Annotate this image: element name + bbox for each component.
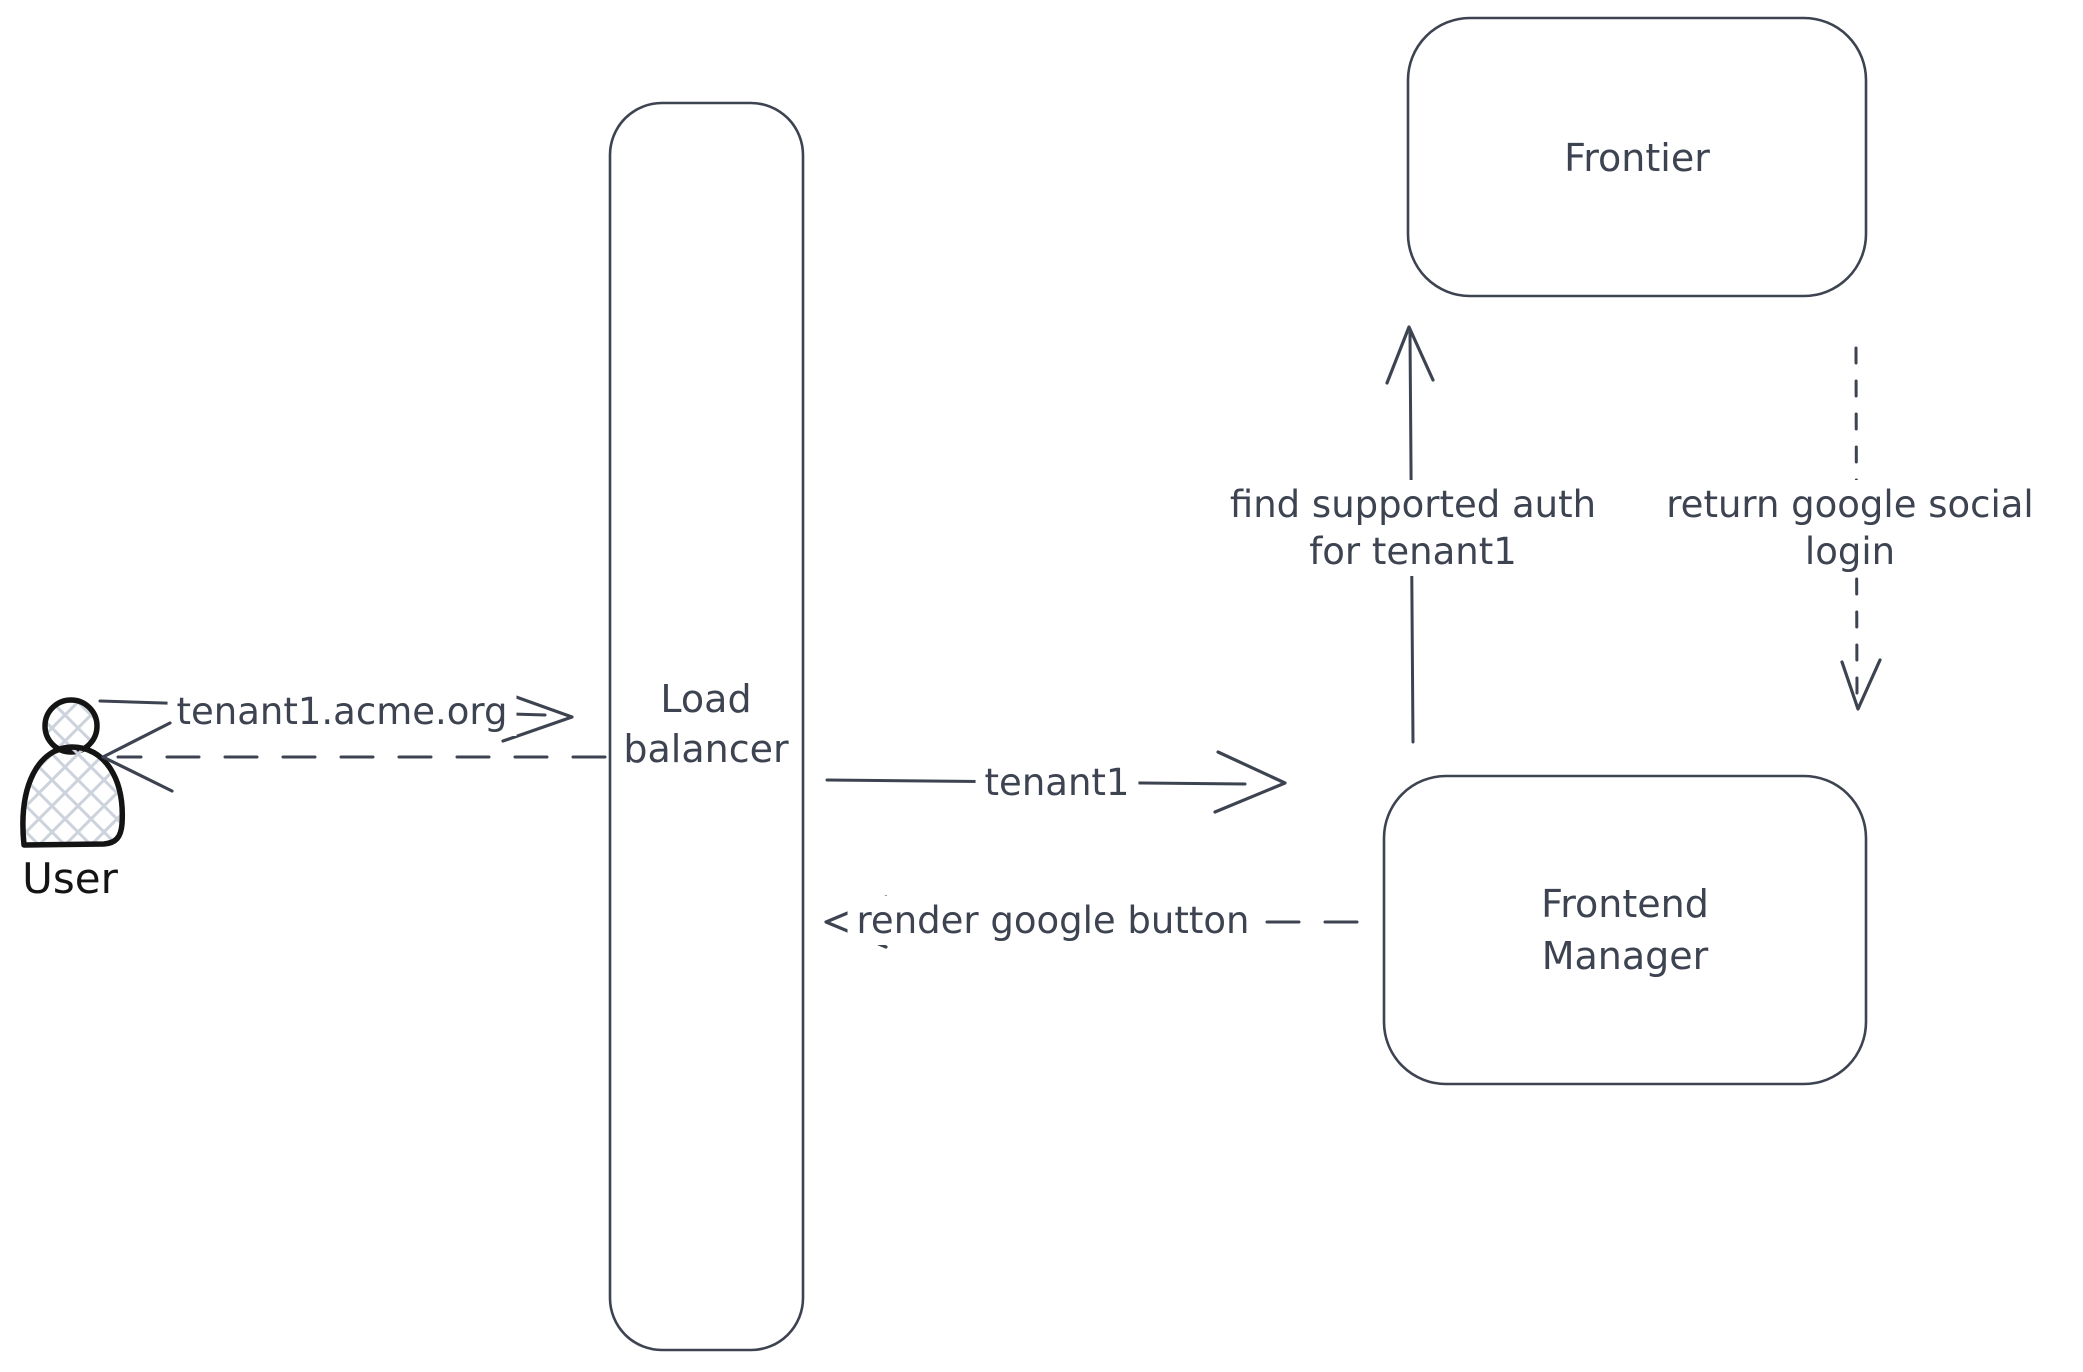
frontier-node: Frontier <box>1406 16 1868 298</box>
frontend-manager-label-line1: Frontend <box>1541 882 1709 926</box>
load-balancer-label-line2: balancer <box>623 727 789 771</box>
edge-render-google-button-label: render google button <box>857 899 1250 942</box>
user-actor: User <box>20 697 125 903</box>
edge-tenant1-acme-org-label: tenant1.acme.org <box>177 690 508 733</box>
edge-tenant1: tenant1 <box>825 750 1287 814</box>
label-backing <box>1220 480 1606 529</box>
edge-response-dashed <box>101 721 607 793</box>
load-balancer-box <box>608 101 805 1352</box>
label-backing <box>1300 527 1526 576</box>
edge-return-google-social-login-label-line1: return google social <box>1666 483 2033 526</box>
edge-find-supported-auth-arrowhead <box>1385 325 1435 385</box>
edge-find-supported-auth: find supported auth for tenant1 <box>1220 325 1606 744</box>
user-icon <box>20 697 125 848</box>
edge-tenant1-acme-org: tenant1.acme.org <box>98 687 574 743</box>
label-backing <box>975 758 1139 807</box>
edge-render-google-button: render google button <box>824 895 1359 949</box>
user-icon-body <box>20 744 125 848</box>
label-backing <box>167 687 517 736</box>
edge-tenant1-arrowhead <box>1213 750 1287 814</box>
frontend-manager-label-line2: Manager <box>1542 934 1709 978</box>
edge-return-google-social-login-label-line2: login <box>1805 530 1895 573</box>
load-balancer-label-line1: Load <box>660 677 751 721</box>
frontend-manager-node: Frontend Manager <box>1382 774 1868 1086</box>
edge-tenant1-acme-org-arrowhead <box>501 691 574 743</box>
label-backing <box>1657 480 2043 529</box>
label-backing <box>1795 527 1905 576</box>
edge-response-arrowhead <box>101 721 174 793</box>
label-backing <box>847 896 1259 945</box>
user-label: User <box>22 854 118 903</box>
user-icon-head <box>42 697 100 755</box>
edge-find-supported-auth-label-line2: for tenant1 <box>1309 530 1517 573</box>
edge-find-supported-auth-label-line1: find supported auth <box>1230 483 1596 526</box>
frontier-label: Frontier <box>1564 136 1710 180</box>
frontier-box <box>1406 16 1868 298</box>
load-balancer-node: Load balancer <box>608 101 805 1352</box>
frontend-manager-box <box>1382 774 1868 1086</box>
edge-return-google-social-login: return google social login <box>1657 346 2043 711</box>
edge-tenant1-label: tenant1 <box>985 761 1130 804</box>
edge-return-google-social-login-arrowhead <box>1840 658 1882 711</box>
